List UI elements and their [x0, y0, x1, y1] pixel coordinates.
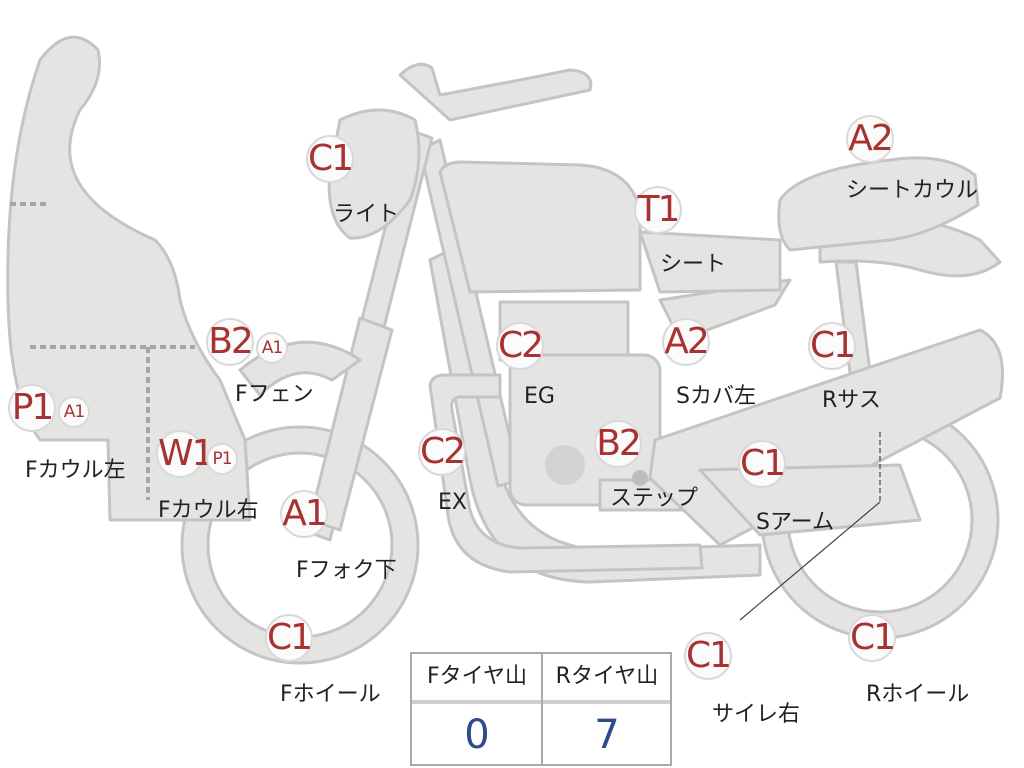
part-label-front-fork-lower: Fフォク下 [296, 558, 397, 583]
handlebar-shape [398, 62, 593, 122]
sub-grade-badge: P1 [206, 443, 238, 475]
part-label-front-wheel: Fホイール [280, 682, 381, 707]
part-label-front-fender: Fフェン [235, 382, 314, 407]
grade-badge: C2 [418, 428, 466, 476]
grade-badge: C1 [738, 440, 786, 488]
part-label-seat: シート [660, 252, 727, 277]
part-label-engine: EG [524, 384, 555, 409]
part-label-swing-arm: Sアーム [756, 510, 834, 535]
part-label-light: ライト [333, 202, 400, 227]
grade-badge: C1 [265, 614, 313, 662]
table-divider-vertical [541, 654, 543, 764]
grade-badge: C2 [496, 322, 544, 370]
exhaust-shape[interactable] [428, 373, 704, 574]
grade-badge: B2 [206, 318, 254, 366]
tire-tread-table: Fタイヤ山 Rタイヤ山 0 7 [410, 652, 672, 766]
grade-badge: A2 [662, 318, 710, 366]
part-label-rear-suspension: Rサス [822, 388, 881, 413]
front-tire-header: Fタイヤ山 [427, 664, 527, 689]
grade-badge: A1 [280, 490, 328, 538]
sub-grade-badge: A1 [256, 332, 288, 364]
grade-badge: W1 [156, 430, 215, 478]
fork-lower-shape [308, 316, 394, 532]
part-label-exhaust: EX [438, 490, 467, 515]
front-tire-value: 0 [464, 712, 490, 758]
grade-badge: C1 [306, 135, 354, 183]
seat-cowl-shape[interactable] [777, 156, 980, 252]
rear-tire-header: Rタイヤ山 [555, 664, 659, 689]
grade-badge: P1 [8, 384, 56, 432]
part-label-muffler-right: サイレ右 [712, 702, 801, 727]
engine-cover [545, 445, 585, 485]
grade-badge: B2 [594, 420, 642, 468]
grade-badge: C1 [808, 322, 856, 370]
grade-badge: C1 [684, 632, 732, 680]
part-label-front-cowl-left: Fカウル左 [25, 458, 126, 483]
step-bolt-1 [632, 470, 648, 486]
sub-grade-badge: A1 [58, 396, 90, 428]
part-label-step: ステップ [610, 486, 699, 511]
grade-badge: T1 [634, 186, 682, 234]
seat-shape[interactable] [638, 230, 782, 294]
rear-tire-value: 7 [594, 712, 620, 758]
part-label-rear-wheel: Rホイール [866, 682, 970, 707]
part-label-front-cowl-right: Fカウル右 [158, 498, 259, 523]
muffler-leader-line [739, 501, 881, 621]
grade-badge: C1 [848, 614, 896, 662]
fuel-tank-shape [438, 160, 642, 294]
part-label-seat-cowl: シートカウル [846, 178, 979, 203]
grade-badge: A2 [846, 115, 894, 163]
part-label-side-cover-left: Sカバ左 [676, 384, 756, 409]
frame-lower-shape [428, 248, 762, 584]
